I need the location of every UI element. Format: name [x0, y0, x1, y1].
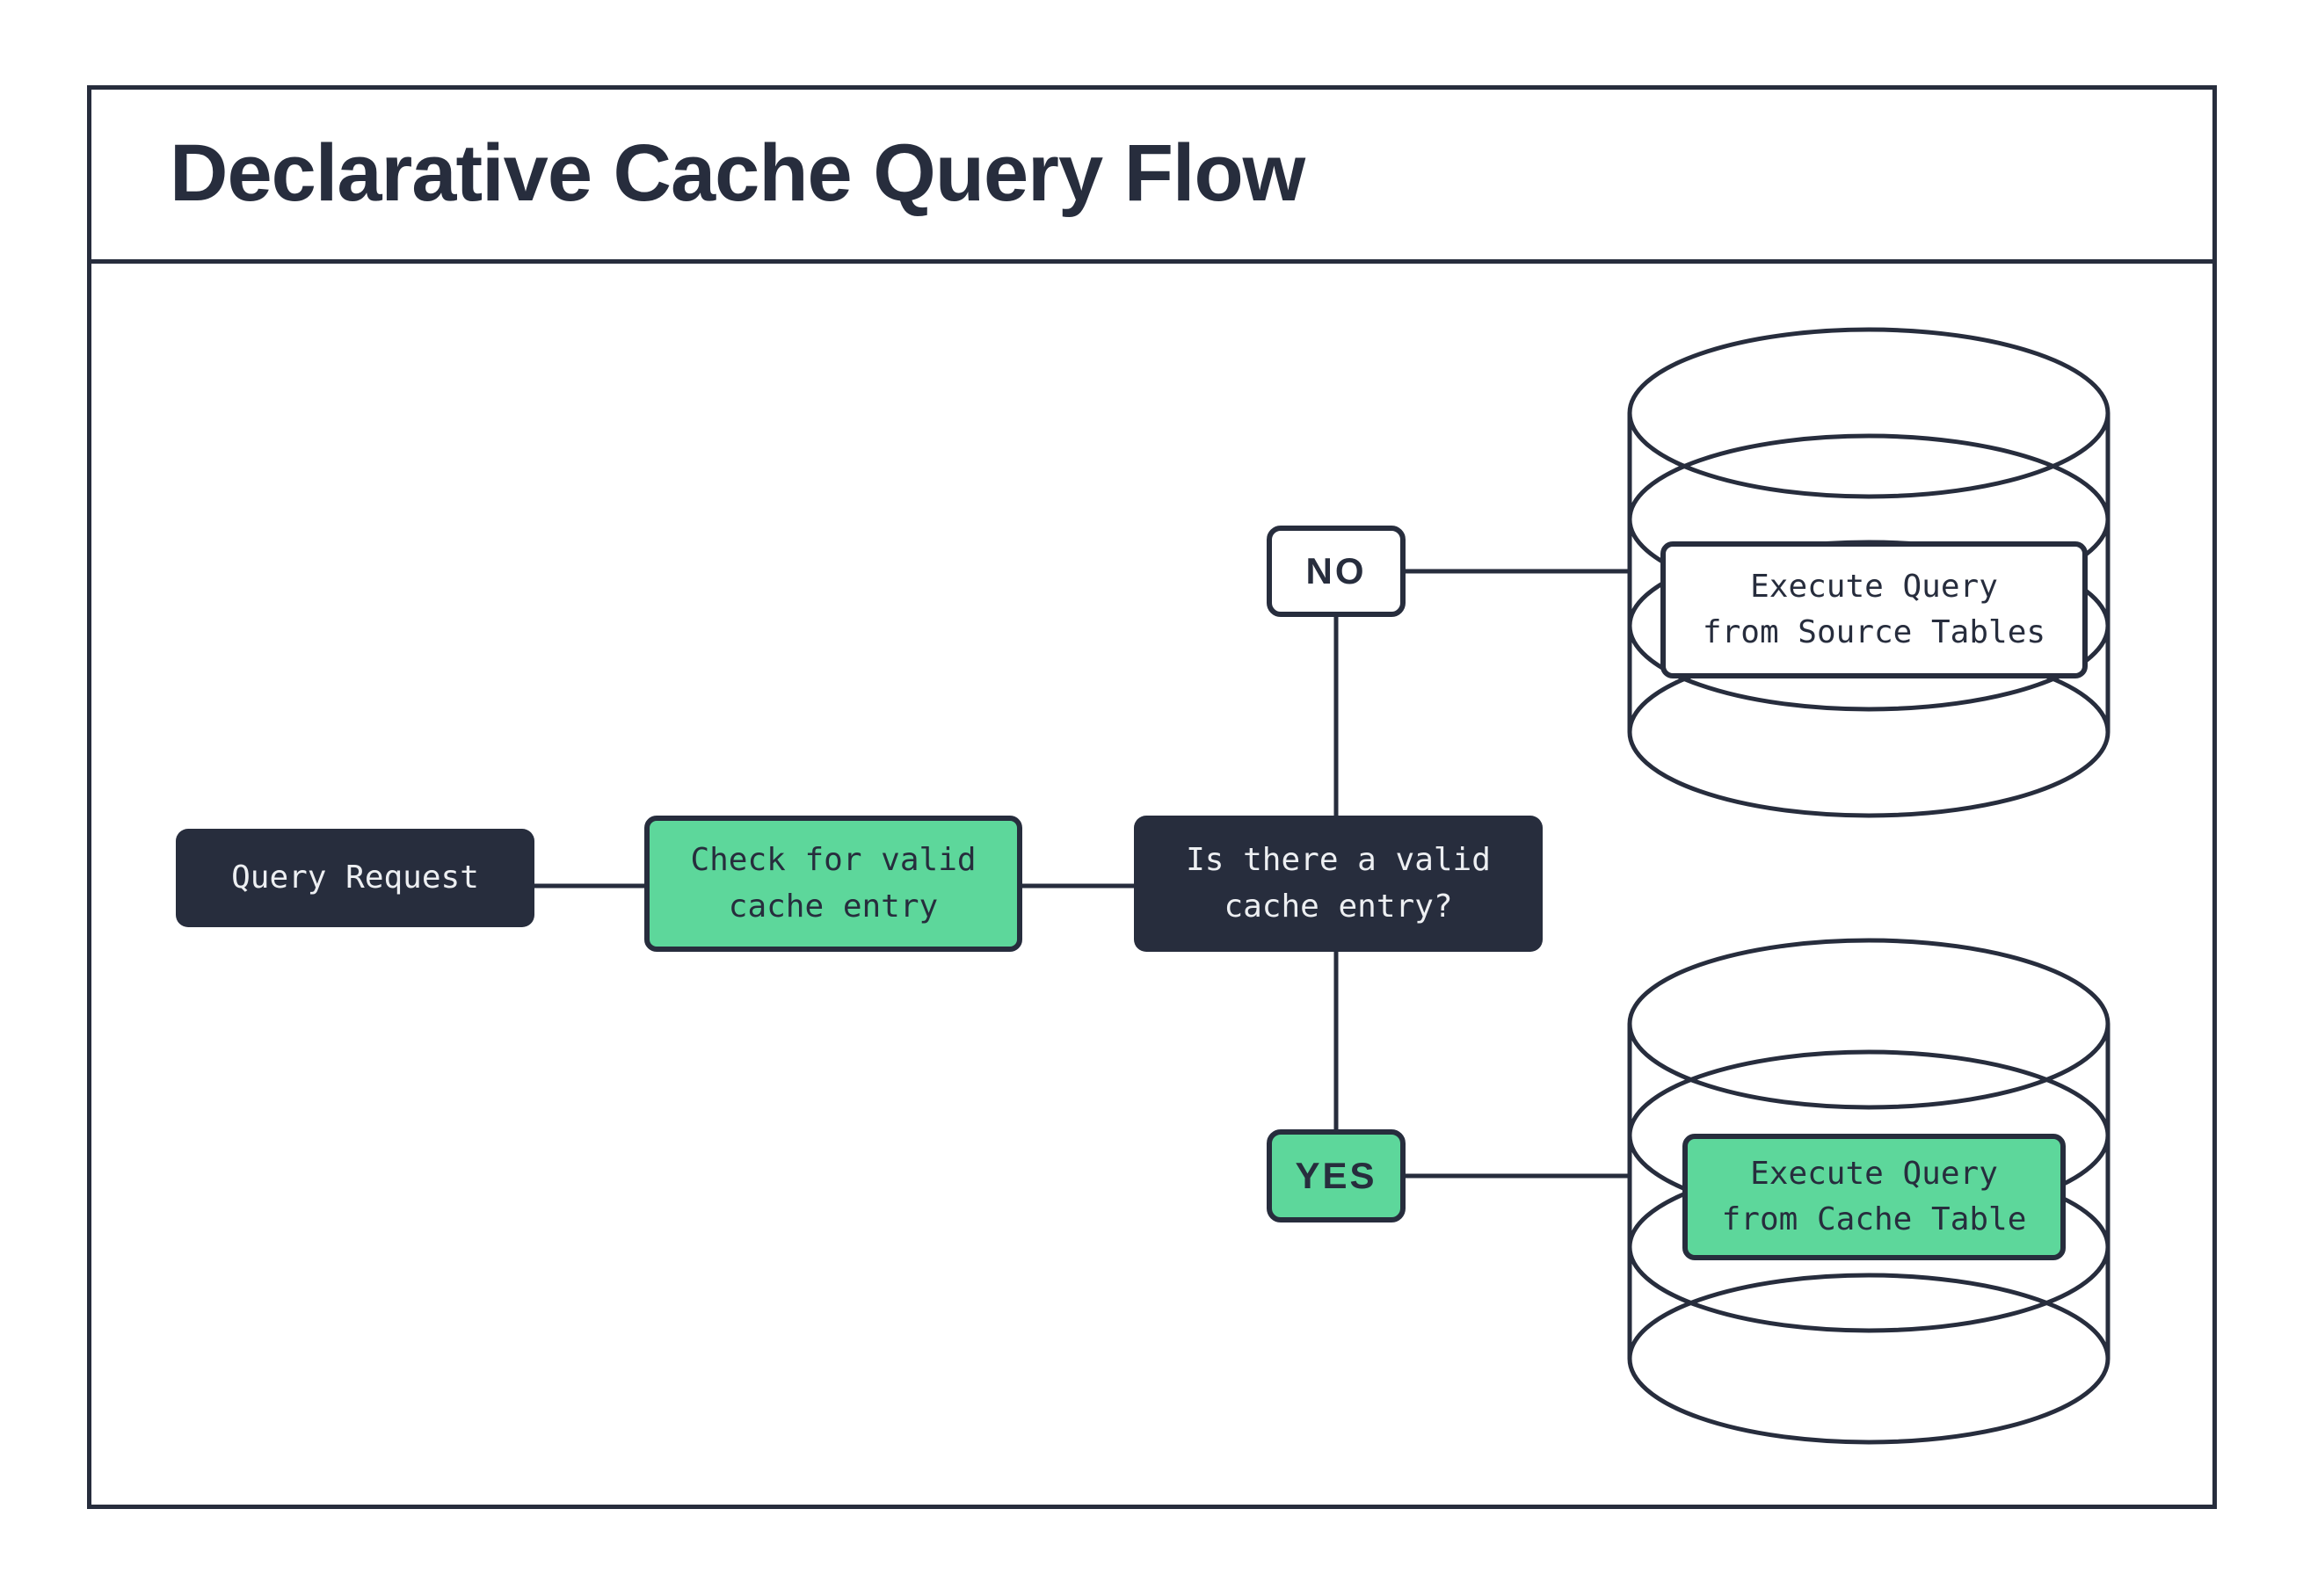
- node-execute-query-cache-table: Execute Query from Cache Table: [1682, 1134, 2066, 1260]
- diagram-frame: [87, 85, 2217, 1509]
- branch-label-yes: YES: [1267, 1129, 1406, 1222]
- title-separator-line: [87, 259, 2217, 264]
- node-decision-valid-cache: Is there a valid cache entry?: [1134, 816, 1543, 952]
- branch-label-no: NO: [1267, 526, 1406, 617]
- cache-db-disk-bottom: [1627, 1273, 2110, 1445]
- node-check-cache-entry: Check for valid cache entry: [644, 816, 1022, 952]
- source-db-disk-top: [1627, 327, 2110, 499]
- page-title: Declarative Cache Query Flow: [170, 127, 1305, 218]
- node-execute-query-source-tables: Execute Query from Source Tables: [1660, 541, 2088, 678]
- cache-db-disk-top: [1627, 938, 2110, 1110]
- node-query-request: Query Request: [176, 829, 534, 927]
